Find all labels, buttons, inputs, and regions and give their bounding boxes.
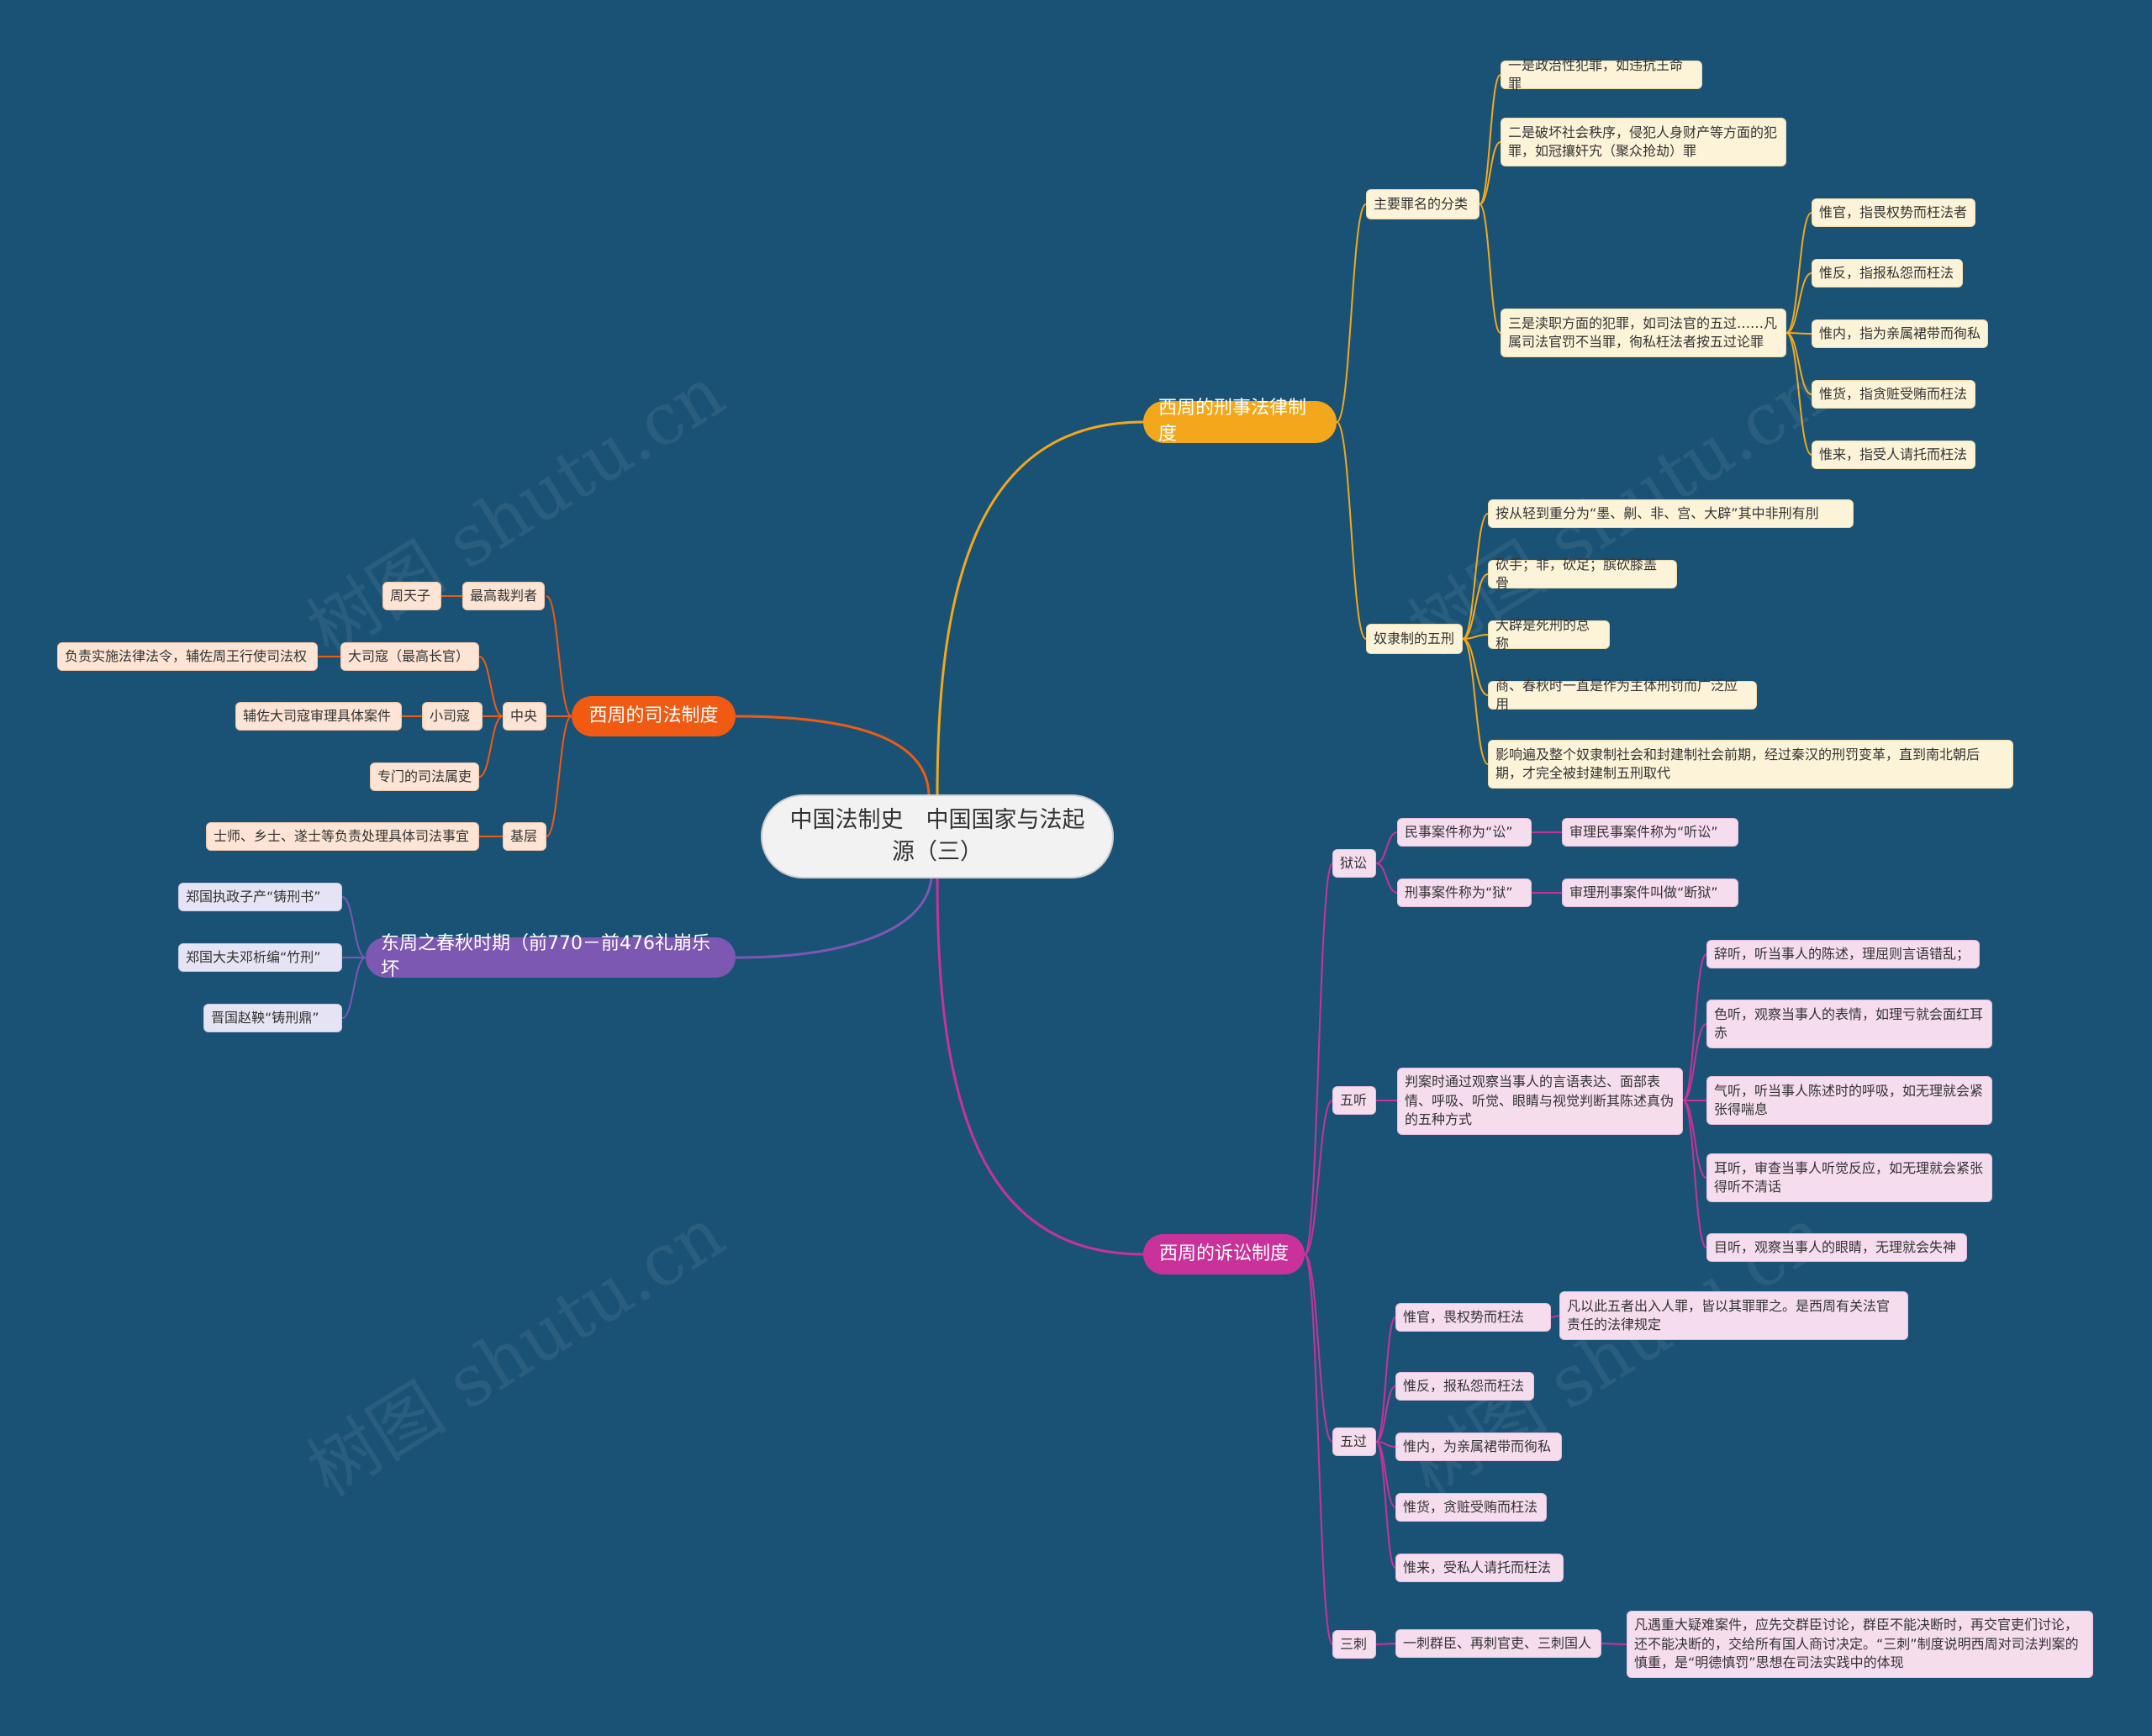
wuting-item[interactable]: 气听，听当事人陈述时的呼吸，如无理就会紧张得喘息 bbox=[1706, 1076, 1992, 1125]
crime-item[interactable]: 二是破坏社会秩序，侵犯人身财产等方面的犯罪，如冠攘奸宄（聚众抢劫）罪 bbox=[1501, 118, 1786, 166]
criminal-trial[interactable]: 审理刑事案件叫做“断狱” bbox=[1562, 879, 1738, 907]
crime-item[interactable]: 三是渎职方面的犯罪，如司法官的五过……凡属司法官罚不当罪，徇私枉法者按五过论罪 bbox=[1501, 309, 1786, 357]
zhou-king[interactable]: 周天子 bbox=[382, 582, 441, 610]
wuguo-item[interactable]: 惟内，为亲属裙带而徇私 bbox=[1395, 1433, 1562, 1461]
connector-line bbox=[1462, 638, 1489, 696]
wuting-description[interactable]: 判案时通过观察当事人的言语表达、面部表情、呼吸、听觉、眼睛与视觉判断其陈述真伪的… bbox=[1397, 1068, 1683, 1135]
connector-line bbox=[478, 656, 504, 717]
wuting-item[interactable]: 辞听，听当事人的陈述，理屈则言语错乱； bbox=[1706, 940, 1980, 968]
connector-line bbox=[1336, 421, 1367, 640]
criminal-case[interactable]: 刑事案件称为“狱” bbox=[1397, 879, 1532, 907]
xiaosikou-duty[interactable]: 辅佐大司寇审理具体案件 bbox=[235, 702, 402, 731]
connector-line bbox=[1336, 203, 1367, 423]
five-errors-item[interactable]: 惟来，指受人请托而枉法 bbox=[1812, 441, 1975, 469]
local-officials[interactable]: 士师、乡士、遂士等负责处理具体司法事宜 bbox=[206, 822, 479, 851]
connector-line bbox=[735, 715, 931, 798]
topic-wuting[interactable]: 五听 bbox=[1332, 1086, 1376, 1115]
wuguo-item[interactable]: 惟货，贪赃受贿而枉法 bbox=[1395, 1493, 1547, 1522]
topic-supreme-judge[interactable]: 最高裁判者 bbox=[462, 582, 545, 610]
topic-wuguo[interactable]: 五过 bbox=[1332, 1427, 1376, 1456]
eastern-item[interactable]: 晋国赵鞅“铸刑鼎” bbox=[203, 1004, 342, 1032]
wuguo-item[interactable]: 惟反，报私怨而枉法 bbox=[1395, 1372, 1534, 1401]
connector-line bbox=[1375, 1385, 1396, 1443]
five-errors-item[interactable]: 惟货，指贪赃受贿而枉法 bbox=[1812, 380, 1975, 409]
branch-eastern-zhou[interactable]: 东周之春秋时期（前770－前476礼崩乐坏 bbox=[366, 933, 736, 980]
connector-line bbox=[1682, 953, 1707, 1101]
connector-line bbox=[936, 878, 1144, 1256]
connector-line bbox=[1785, 272, 1812, 334]
five-errors-item[interactable]: 惟反，指报私怨而枉法 bbox=[1812, 259, 1963, 288]
punishment-item[interactable]: 砍手；非，砍足；膑砍膝盖骨 bbox=[1488, 557, 1677, 591]
connector-line bbox=[1785, 212, 1812, 334]
connector-line bbox=[735, 878, 933, 959]
punishment-item[interactable]: 按从轻到重分为“墨、劓、非、宫、大辟”其中非刑有刖 bbox=[1488, 499, 1854, 528]
connector-line bbox=[1304, 1253, 1333, 1645]
eastern-item[interactable]: 郑国执政子产“铸刑书” bbox=[178, 883, 342, 911]
connector-line bbox=[1375, 1441, 1396, 1569]
five-errors-item[interactable]: 惟官，指畏权势而枉法者 bbox=[1812, 198, 1975, 227]
dasikou-duty[interactable]: 负责实施法律法令，辅佐周王行使司法权 bbox=[57, 642, 318, 671]
branch-litigation-system[interactable]: 西周的诉讼制度 bbox=[1143, 1234, 1305, 1274]
connector-line bbox=[1462, 634, 1489, 640]
topic-local[interactable]: 基层 bbox=[503, 822, 546, 851]
connector-line bbox=[1375, 1317, 1396, 1443]
connector-line bbox=[1785, 332, 1812, 335]
connector-line bbox=[1304, 1100, 1333, 1255]
punishment-item[interactable]: 大辟是死刑的总称 bbox=[1488, 617, 1610, 652]
civil-trial[interactable]: 审理民事案件称为“听讼” bbox=[1562, 818, 1738, 847]
connector-line bbox=[1785, 332, 1812, 456]
connector-line bbox=[1462, 638, 1489, 765]
connector-line bbox=[1304, 1253, 1333, 1443]
crime-item[interactable]: 一是政治性犯罪，如违抗王命罪 bbox=[1501, 57, 1702, 92]
eastern-item[interactable]: 郑国大夫邓析编“竹刑” bbox=[178, 943, 342, 972]
wuting-item[interactable]: 耳听，审查当事人听觉反应，如无理就会紧张得听不清话 bbox=[1706, 1153, 1992, 1202]
dasikou[interactable]: 大司寇（最高长官） bbox=[340, 642, 479, 671]
five-errors-item[interactable]: 惟内，指为亲属裙带而徇私 bbox=[1812, 319, 1988, 348]
connector-line bbox=[1462, 513, 1489, 640]
connector-line bbox=[1682, 1100, 1707, 1248]
connector-line bbox=[1550, 1315, 1560, 1318]
sanci-item[interactable]: 一刺群臣、再刺官吏、三刺国人 bbox=[1395, 1629, 1601, 1658]
civil-case[interactable]: 民事案件称为“讼” bbox=[1397, 818, 1532, 847]
topic-yusong[interactable]: 狱讼 bbox=[1332, 849, 1376, 878]
topic-crime-categories[interactable]: 主要罪名的分类 bbox=[1366, 189, 1480, 219]
topic-five-punishments[interactable]: 奴隶制的五刑 bbox=[1366, 624, 1463, 654]
connector-line bbox=[1479, 141, 1501, 205]
connector-line bbox=[546, 595, 572, 717]
punishment-item[interactable]: 影响遍及整个奴隶制社会和封建制社会前期，经过秦汉的刑罚变革，直到南北朝后期，才完… bbox=[1488, 740, 2013, 789]
wuting-item[interactable]: 目听，观察当事人的眼睛，无理就会失神 bbox=[1706, 1233, 1967, 1262]
topic-central[interactable]: 中央 bbox=[503, 702, 546, 731]
sanci-note[interactable]: 凡遇重大疑难案件，应先交群臣讨论，群臣不能决断时，再交官吏们讨论，还不能决断的，… bbox=[1627, 1611, 2093, 1678]
punishment-item[interactable]: 商、春秋时一直是作为主体刑罚而广泛应用 bbox=[1488, 678, 1757, 712]
connector-line bbox=[936, 420, 1144, 798]
topic-sanci[interactable]: 三刺 bbox=[1332, 1630, 1376, 1659]
connector-line bbox=[1375, 863, 1398, 894]
connector-line bbox=[478, 715, 504, 778]
connector-line bbox=[341, 896, 367, 958]
wuguo-item[interactable]: 惟官，畏权势而枉法 bbox=[1395, 1303, 1551, 1332]
wuguo-item[interactable]: 惟来，受私人请托而枉法 bbox=[1395, 1554, 1564, 1582]
connector-line bbox=[1375, 831, 1398, 864]
branch-judicial-system[interactable]: 西周的司法制度 bbox=[572, 696, 736, 736]
connector-line bbox=[1682, 1100, 1707, 1179]
wuguo-note[interactable]: 凡以此五者出入人罪，皆以其罪罪之。是西周有关法官责任的法律规定 bbox=[1559, 1291, 1908, 1340]
connector-line bbox=[1462, 573, 1489, 640]
judicial-officials[interactable]: 专门的司法属吏 bbox=[370, 762, 479, 791]
connector-line bbox=[1682, 1023, 1707, 1101]
connector-line bbox=[1479, 203, 1501, 334]
root-topic[interactable]: 中国法制史 中国国家与法起源（三） bbox=[761, 794, 1114, 879]
connector-line bbox=[546, 715, 572, 837]
connector-line bbox=[341, 957, 367, 1019]
connector-line bbox=[1479, 74, 1501, 205]
wuting-item[interactable]: 色听，观察当事人的表情，如理亏就会面红耳赤 bbox=[1706, 1000, 1992, 1048]
xiaosikou[interactable]: 小司寇 bbox=[422, 702, 483, 731]
branch-criminal-law[interactable]: 西周的刑事法律制度 bbox=[1143, 398, 1337, 445]
connector-line bbox=[1304, 863, 1333, 1255]
connector-line bbox=[1785, 332, 1812, 395]
